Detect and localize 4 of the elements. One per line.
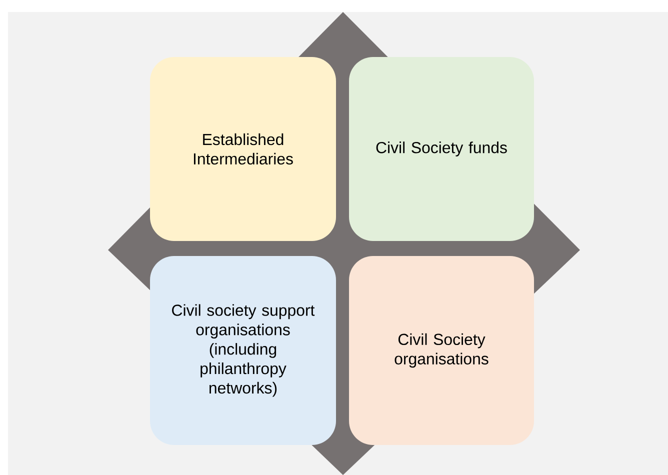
rounded-box: Civil Society organisations [349, 256, 534, 445]
rounded-box: Civil Society funds [349, 57, 534, 241]
rounded-box: Civil society support organisations (including philanthropy networks) [150, 256, 336, 445]
rounded-box: Established Intermediaries [150, 57, 336, 241]
